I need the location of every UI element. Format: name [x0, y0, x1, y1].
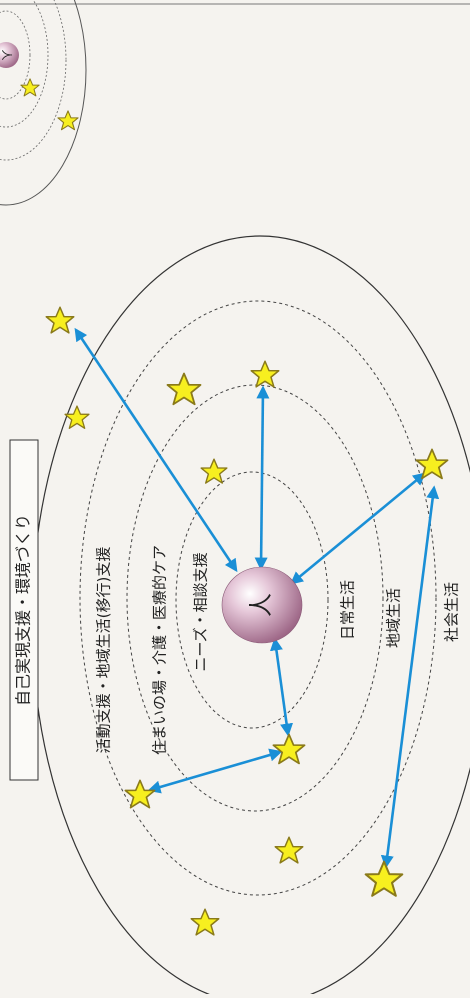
arrow-6 — [380, 485, 440, 869]
arrow-4 — [269, 637, 294, 737]
ring-label-housing: 住まいの場・介護・医療的ケア — [151, 545, 169, 755]
title-box-frame — [9, 439, 39, 781]
ring-label-activity: 活動支援・地域生活(移行)支援 — [95, 547, 113, 754]
star-8 — [124, 779, 156, 809]
inset-person-label: 人 — [0, 50, 13, 61]
star-5 — [200, 458, 228, 484]
person-sphere — [221, 566, 303, 644]
star-3 — [166, 372, 202, 406]
arrow-3 — [289, 472, 427, 585]
ring-label-needs: ニーズ・相談支援 — [192, 552, 210, 671]
arrows — [74, 327, 440, 869]
inset-outer-ellipse — [0, 0, 87, 206]
center-person: 人 — [221, 566, 303, 644]
star-1 — [45, 306, 75, 334]
inset-diagram: 人 — [0, 0, 87, 206]
life-label-community: 地域生活 — [385, 588, 403, 648]
inset-ring-2 — [0, 0, 49, 128]
star-10 — [364, 860, 404, 897]
life-label-daily: 日常生活 — [339, 580, 357, 640]
star-11 — [190, 908, 220, 936]
inset-person-sphere — [0, 42, 19, 68]
title-box: 自己実現支援・環境づくり — [9, 439, 39, 781]
inset-ring-1 — [0, 0, 67, 161]
life-label-social: 社会生活 — [443, 582, 461, 642]
arrow-2 — [254, 385, 270, 571]
person-label: 人 — [247, 593, 275, 617]
star-7 — [272, 733, 306, 765]
inset-star-2 — [57, 110, 79, 131]
star-9 — [274, 836, 304, 864]
arrow-1 — [74, 327, 238, 573]
star-6 — [415, 448, 449, 480]
ring-3 — [175, 471, 329, 729]
arrow-5 — [147, 748, 283, 794]
inset-ring-3 — [0, 10, 31, 100]
title-box-label: 自己実現支援・環境づくり — [14, 514, 33, 706]
star-4 — [250, 360, 280, 388]
inset-star-1 — [20, 78, 40, 97]
